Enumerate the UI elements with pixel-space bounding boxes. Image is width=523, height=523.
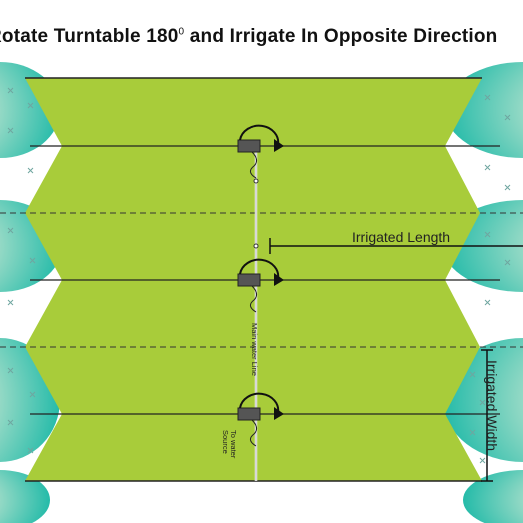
sprinkler-x-icon [7,87,511,464]
turntable-icon [237,139,261,153]
water-source-line2: Source [221,430,230,454]
diagram-title: Rotate Turntable 1800 and Irrigate In Op… [0,26,523,54]
turntable-middle [237,243,284,313]
rotation-arrow-icon [239,124,280,146]
irrigated-width-dimension [481,349,493,482]
main-water-line-label: Main water Line [250,323,259,376]
rotation-arrow-icon [239,392,280,414]
irrigated-width-label: Irrigated Width [484,360,500,452]
irrigated-length-label: Irrigated Length [352,229,451,245]
turntable-top [237,124,284,184]
turntable-icon [237,407,261,421]
water-source-line1: To water [229,430,238,459]
title-text-after: and Irrigate In Opposite Direction [184,26,498,47]
turntable-bottom [237,392,284,447]
turntable-icon [237,273,261,287]
rotation-arrow-icon [239,258,280,280]
water-source-label: To water Source [221,430,238,459]
title-text: Rotate Turntable 180 [0,26,179,47]
irrigated-length-dimension [269,238,523,254]
title-degree: 0 [178,26,185,38]
